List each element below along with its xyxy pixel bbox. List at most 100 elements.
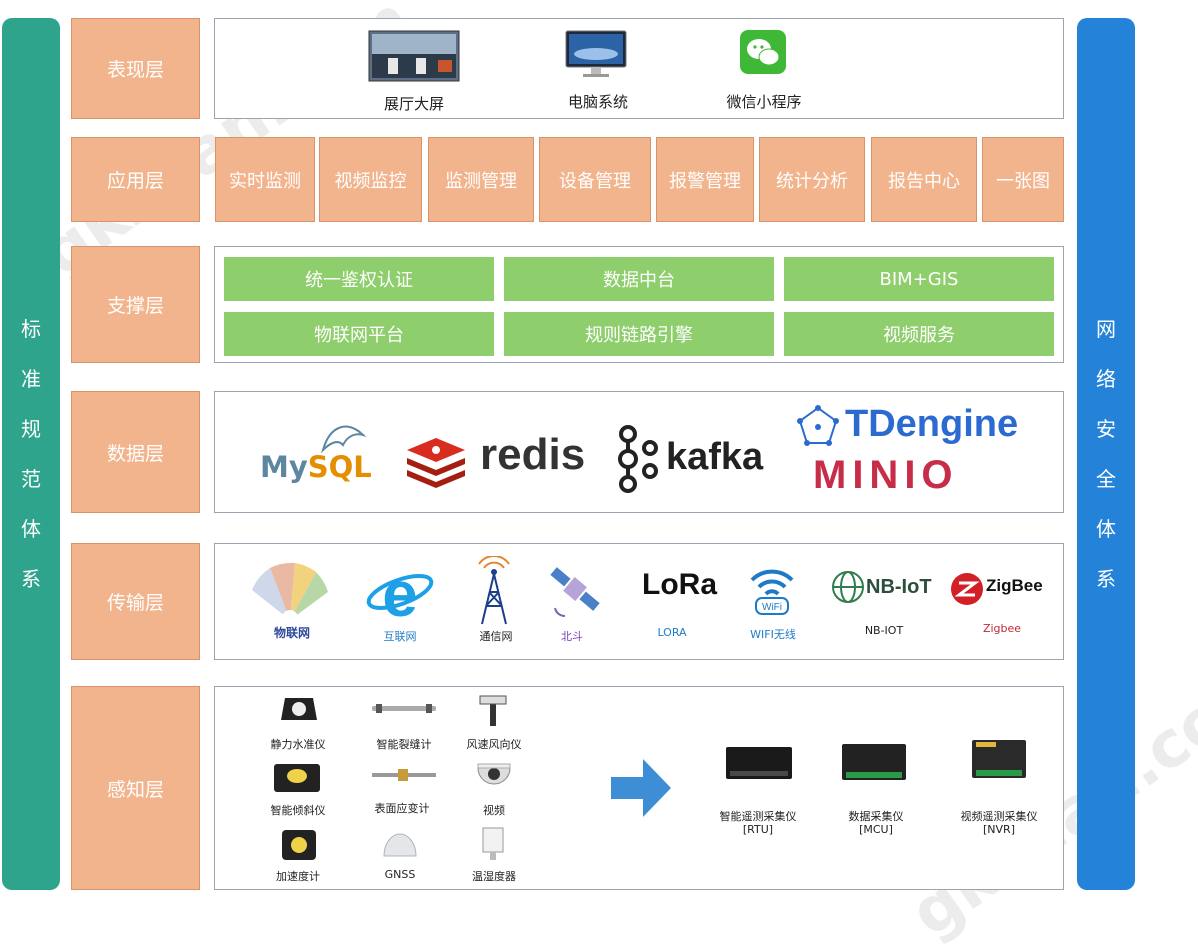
standard-system-bar: 标 准 规 范 体 系: [2, 18, 60, 890]
transport-label-internet: 互联网: [383, 630, 417, 643]
application-layer-label: 应用层: [71, 137, 200, 222]
right-bar-char: 全: [1096, 467, 1116, 491]
sensor-label: 静力水准仪: [270, 738, 326, 751]
left-bar-char: 系: [21, 567, 41, 591]
left-bar-char: 标: [21, 317, 41, 341]
ie-icon: e: [366, 560, 434, 622]
support-item-bim-gis: BIM+GIS: [784, 257, 1054, 301]
collector-code: [NVR]: [983, 823, 1015, 836]
sensor-label: 视频: [483, 804, 505, 817]
left-bar-char: 准: [21, 367, 41, 391]
presentation-item-label: 展厅大屏: [383, 95, 444, 113]
zigbee-logo: ZigBee: [986, 576, 1043, 595]
transport-label-nbiot: NB-IOT: [864, 624, 904, 637]
data-panel: [214, 391, 1064, 513]
accelerometer-icon: [282, 830, 316, 860]
sensor-label: 智能裂缝计: [376, 738, 432, 751]
flow-arrow-icon: [611, 759, 671, 817]
tdengine-logo-text: TDengine: [845, 403, 1019, 445]
transport-panel: [214, 543, 1064, 660]
rtu-device-icon: [726, 747, 792, 779]
kafka-icon: [618, 425, 658, 493]
crack-meter-icon: [372, 704, 436, 713]
svg-text:e: e: [382, 560, 418, 622]
app-item-video-surveillance[interactable]: 视频监控: [319, 137, 422, 222]
computer-icon: [565, 30, 627, 77]
collector-name: 数据采集仪: [848, 810, 904, 823]
perception-layer-label: 感知层: [71, 686, 200, 890]
mysql-logo: MySQL: [260, 450, 372, 484]
collector-code: [RTU]: [742, 823, 774, 836]
tilt-sensor-icon: [274, 764, 320, 792]
support-item-iot-platform: 物联网平台: [224, 312, 494, 356]
wifi-icon: WiFi: [750, 569, 794, 615]
wechat-icon: [740, 30, 786, 74]
svg-text:WiFi: WiFi: [762, 602, 782, 613]
tower-icon: [478, 556, 510, 625]
zigbee-icon: [951, 573, 983, 605]
right-bar-char: 体: [1096, 517, 1116, 541]
app-item-report-center[interactable]: 报告中心: [871, 137, 977, 222]
right-bar-char: 络: [1096, 367, 1116, 391]
right-bar-char: 安: [1096, 417, 1116, 441]
tdengine-icon: [797, 405, 839, 446]
collector-name: 智能遥测采集仪: [719, 810, 797, 823]
left-bar-char: 规: [21, 417, 41, 441]
support-item-rule-engine: 规则链路引擎: [504, 312, 774, 356]
kafka-logo-text: kafka: [666, 436, 764, 478]
support-item-data-platform: 数据中台: [504, 257, 774, 301]
support-item-auth: 统一鉴权认证: [224, 257, 494, 301]
app-item-monitoring-management[interactable]: 监测管理: [428, 137, 534, 222]
satellite-icon: [550, 567, 600, 618]
thermo-hygrometer-icon: [482, 827, 504, 860]
network-security-bar: 网 络 安 全 体 系: [1077, 18, 1135, 890]
sensor-label: 风速风向仪: [466, 738, 522, 751]
camera-icon: [477, 763, 511, 785]
transport-label-lora: LORA: [657, 626, 687, 639]
presentation-layer-label: 表现层: [71, 18, 200, 119]
transport-label-zigbee: Zigbee: [982, 622, 1022, 635]
presentation-item-label: 微信小程序: [726, 93, 802, 111]
right-bar-char: 系: [1096, 567, 1116, 591]
presentation-panel: [214, 18, 1064, 119]
sensor-label: GNSS: [384, 868, 416, 881]
support-layer-label: 支撑层: [71, 246, 200, 363]
anemometer-icon: [479, 695, 507, 726]
minio-logo-text: MINIO: [813, 453, 959, 497]
sensor-label: 温湿度器: [472, 870, 516, 883]
app-item-statistics[interactable]: 统计分析: [759, 137, 865, 222]
static-level-icon: [281, 698, 317, 720]
redis-cube-icon: [407, 438, 465, 488]
data-layer-label: 数据层: [71, 391, 200, 513]
transport-label-iot: 物联网: [273, 626, 310, 640]
nbiot-logo: NB-IoT: [866, 576, 932, 598]
left-bar-char: 体: [21, 517, 41, 541]
strain-gauge-icon: [372, 769, 436, 781]
mysql-dolphin-icon: [321, 425, 367, 454]
app-item-overview-map[interactable]: 一张图: [982, 137, 1064, 222]
collector-code: [MCU]: [859, 823, 893, 836]
collector-name: 视频遥测采集仪: [960, 810, 1038, 823]
app-item-alarm-management[interactable]: 报警管理: [656, 137, 754, 222]
presentation-item-label: 电脑系统: [567, 93, 628, 111]
iot-fan-icon: [252, 562, 328, 622]
transport-label-beidou: 北斗: [561, 630, 583, 643]
redis-logo-text: redis: [480, 430, 586, 479]
app-item-realtime-monitoring[interactable]: 实时监测: [215, 137, 315, 222]
mcu-device-icon: [842, 744, 906, 780]
transport-label-wifi: WIFI无线: [750, 628, 796, 641]
app-item-device-management[interactable]: 设备管理: [539, 137, 651, 222]
sensor-label: 智能倾斜仪: [270, 804, 326, 817]
right-bar-char: 网: [1096, 317, 1116, 341]
lora-logo: LoRa: [642, 568, 717, 601]
transport-label-telecom: 通信网: [479, 630, 513, 643]
left-bar-char: 范: [21, 467, 41, 491]
transport-layer-label: 传输层: [71, 543, 200, 660]
sensor-label: 加速度计: [276, 870, 320, 883]
nbiot-globe-icon: [832, 571, 864, 603]
showroom-screen-icon: [368, 30, 460, 82]
sensor-label: 表面应变计: [374, 802, 430, 815]
nvr-device-icon: [972, 740, 1026, 778]
mysql-logo-text: SQL: [307, 450, 372, 484]
support-item-video-service: 视频服务: [784, 312, 1054, 356]
